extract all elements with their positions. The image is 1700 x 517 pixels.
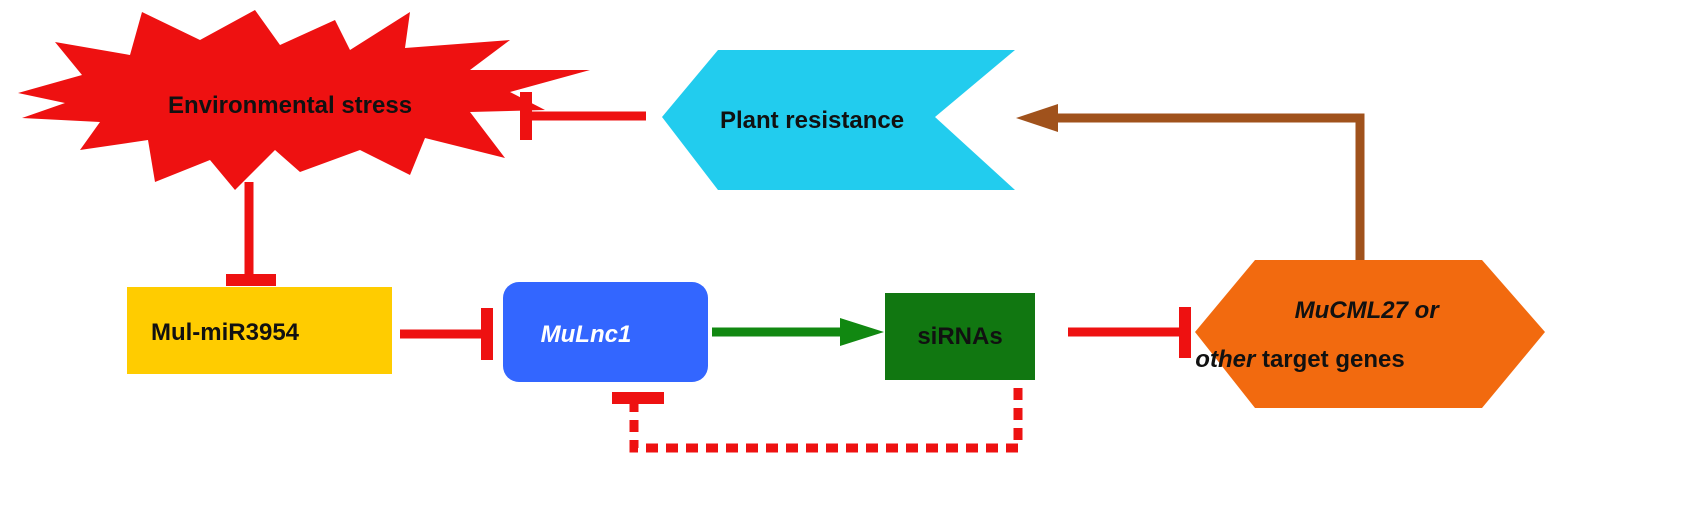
edge-targets-promote-resistance: [1016, 104, 1365, 260]
edge-stress-inhibits-mir3954: [226, 182, 276, 286]
mul-mir3954-box: [127, 287, 392, 374]
target-genes-hexagon: [1195, 260, 1545, 408]
sirnas-box: [885, 293, 1035, 380]
target-genes-node: MuCML27 or other target genes: [1195, 260, 1545, 408]
edge-sirnas-inhibits-mulnc1-dashed: [612, 388, 1023, 453]
sirnas-label: siRNAs: [917, 323, 1002, 350]
environmental-stress-starburst: [18, 10, 590, 190]
target-genes-line2-rest: target genes: [1255, 346, 1404, 373]
target-genes-line2-italic: other: [1195, 346, 1257, 373]
edge-sirnas-inhibits-targets: [1068, 307, 1191, 358]
edge-mir3954-inhibits-mulnc1: [400, 308, 493, 360]
target-genes-line1: MuCML27 or: [1295, 297, 1441, 324]
mul-mir3954-label: Mul-miR3954: [151, 319, 300, 346]
plant-resistance-shape: [662, 50, 1015, 190]
sirnas-node: siRNAs: [885, 293, 1035, 380]
mulnc1-box: [503, 282, 708, 382]
target-genes-label: MuCML27 or other target genes: [1195, 297, 1445, 373]
environmental-stress-label: Environmental stress: [168, 92, 412, 119]
edge-resistance-inhibits-stress: [520, 92, 646, 140]
mulnc1-label: MuLnc1: [541, 321, 632, 348]
edge-sirnas-mulnc1-dashed-line: [629, 388, 1023, 453]
edge-targets-resistance-line: [1055, 113, 1365, 260]
mul-mir3954-node: Mul-miR3954: [127, 287, 392, 374]
plant-resistance-node: Plant resistance: [662, 50, 1015, 190]
edge-mulnc1-sirnas-arrowhead: [840, 318, 884, 346]
edge-targets-resistance-arrowhead: [1016, 104, 1058, 132]
edge-mulnc1-activates-sirnas: [712, 318, 884, 346]
environmental-stress-node: Environmental stress: [18, 10, 590, 190]
mulnc1-node: MuLnc1: [503, 282, 708, 382]
plant-resistance-label: Plant resistance: [720, 107, 904, 134]
